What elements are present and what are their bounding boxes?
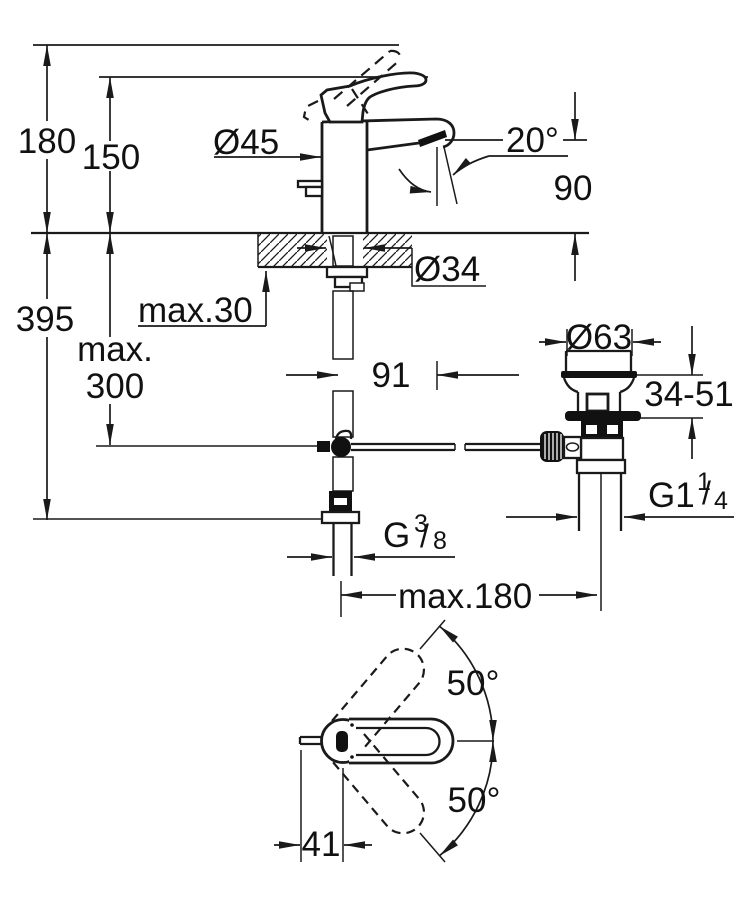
label-d34: Ø34 xyxy=(414,250,480,289)
mounting-flange xyxy=(325,265,369,279)
ball-joint xyxy=(331,437,351,457)
hose-nut xyxy=(320,510,361,525)
label-max30: max.30 xyxy=(138,291,253,330)
label-150: 150 xyxy=(82,138,140,177)
lever-swivel-down-dashed xyxy=(331,733,425,835)
label-max300-b: 300 xyxy=(86,367,144,406)
label-20deg: 20° xyxy=(506,121,559,160)
waste-collar xyxy=(561,371,637,378)
label-50-down: 50° xyxy=(448,781,501,820)
label-180: 180 xyxy=(18,122,76,161)
waste-flange xyxy=(565,411,641,421)
label-41: 41 xyxy=(302,825,341,864)
reference-lines xyxy=(31,44,589,520)
supply-hose xyxy=(317,235,541,576)
dimension-g1-1-4: G1 1 / 4 xyxy=(506,468,734,521)
countertop-section xyxy=(257,234,412,292)
lever-swivel-up-dashed xyxy=(331,647,425,749)
label-max180: max.180 xyxy=(398,577,532,616)
label-g38-base: G xyxy=(383,516,410,555)
waste-neck-knob xyxy=(585,392,610,413)
top-view: 50° 50° 41 xyxy=(274,619,501,864)
label-g38-sup: 3 xyxy=(414,510,428,538)
label-34-51: 34-51 xyxy=(644,375,734,414)
label-max300-a: max. xyxy=(77,330,153,369)
dimension-g3-8: G 3 / 8 xyxy=(287,510,455,561)
label-g114-sub: 4 xyxy=(714,487,728,515)
arc-50-up xyxy=(438,625,497,742)
dimension-20deg: 20° xyxy=(398,121,568,194)
dimension-150: 150 xyxy=(82,77,140,233)
label-g114-slash: / xyxy=(702,475,711,511)
rod-clip xyxy=(334,429,353,440)
stream-ref-angled xyxy=(443,146,458,205)
faucet-side-view xyxy=(296,49,458,232)
dimension-91: 91 xyxy=(286,356,519,395)
lever-pill-mark xyxy=(336,731,348,752)
dimension-max180: max.180 xyxy=(340,577,597,617)
dimension-max300: max. 300 xyxy=(77,233,153,445)
mounting-tab xyxy=(349,282,365,292)
label-90: 90 xyxy=(554,169,593,208)
dimension-d45: Ø45 xyxy=(213,123,321,162)
spout-outline xyxy=(321,117,456,149)
label-91: 91 xyxy=(372,356,411,395)
dimension-max30: max.30 xyxy=(138,271,270,330)
label-g114-base: G1 xyxy=(648,476,695,515)
lever-top-view xyxy=(349,717,455,765)
counter-block-right xyxy=(363,234,412,267)
aerator xyxy=(418,130,447,147)
label-50-up: 50° xyxy=(447,664,500,703)
waste-nut-band xyxy=(575,458,627,475)
label-g38-sub: 8 xyxy=(433,527,447,555)
counter-block-left xyxy=(258,234,327,267)
label-g38-slash: / xyxy=(420,518,429,554)
lever-raised-dashed xyxy=(333,50,391,100)
label-d45: Ø45 xyxy=(213,123,279,162)
dimension-180: 180 xyxy=(18,45,76,233)
rod-joint-block xyxy=(317,441,330,452)
dimension-34-51: 34-51 xyxy=(634,326,734,459)
dimension-41: 41 xyxy=(274,750,372,864)
mounting-nut xyxy=(333,275,364,289)
label-395: 395 xyxy=(16,300,74,339)
waste-body xyxy=(579,436,625,462)
dimension-90: 90 xyxy=(554,92,593,281)
popup-waste xyxy=(540,349,641,611)
dimension-395: 395 xyxy=(16,233,74,520)
rod-adjuster-knob xyxy=(540,431,564,462)
arc-50-down xyxy=(438,740,497,857)
label-g114-sup: 1 xyxy=(697,468,711,496)
